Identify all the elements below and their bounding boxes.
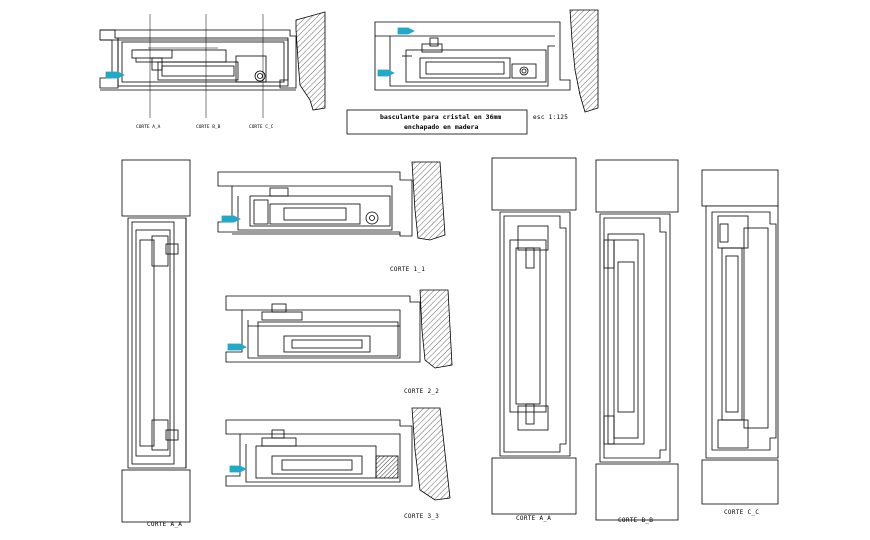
label-corte-2-2: CORTE 2_2 — [404, 388, 439, 395]
title-line-1: basculante para cristal en 36mm — [380, 113, 501, 121]
label-right-corte-bb: CORTE B_B — [618, 517, 653, 524]
section-right-vertical-cc — [701, 169, 779, 505]
label-left-corte-aa: CORTE A_A — [147, 521, 182, 528]
section-top-left — [99, 11, 326, 118]
label-right-corte-aa: CORTE A_A — [516, 515, 551, 522]
section-right-vertical-aa — [491, 157, 577, 515]
section-corte-2-2 — [225, 289, 453, 369]
title-line-2: enchapado en madera — [404, 123, 478, 131]
section-top-right — [374, 9, 599, 113]
section-corte-3-3 — [225, 407, 451, 501]
section-corte-1-1 — [217, 161, 446, 241]
label-right-corte-cc: CORTE C_C — [724, 509, 759, 516]
section-right-vertical-bb — [595, 159, 679, 521]
title-block — [346, 109, 528, 135]
scale-label: esc 1:125 — [533, 114, 568, 121]
label-top-corte-bb: CORTE B_B — [196, 124, 221, 130]
label-top-corte-cc: CORTE C_C — [249, 124, 274, 130]
label-corte-1-1: CORTE 1_1 — [390, 266, 425, 273]
section-left-vertical-aa — [121, 159, 191, 523]
label-corte-3-3: CORTE 3_3 — [404, 513, 439, 520]
label-top-corte-aa: CORTE A_A — [136, 124, 161, 130]
